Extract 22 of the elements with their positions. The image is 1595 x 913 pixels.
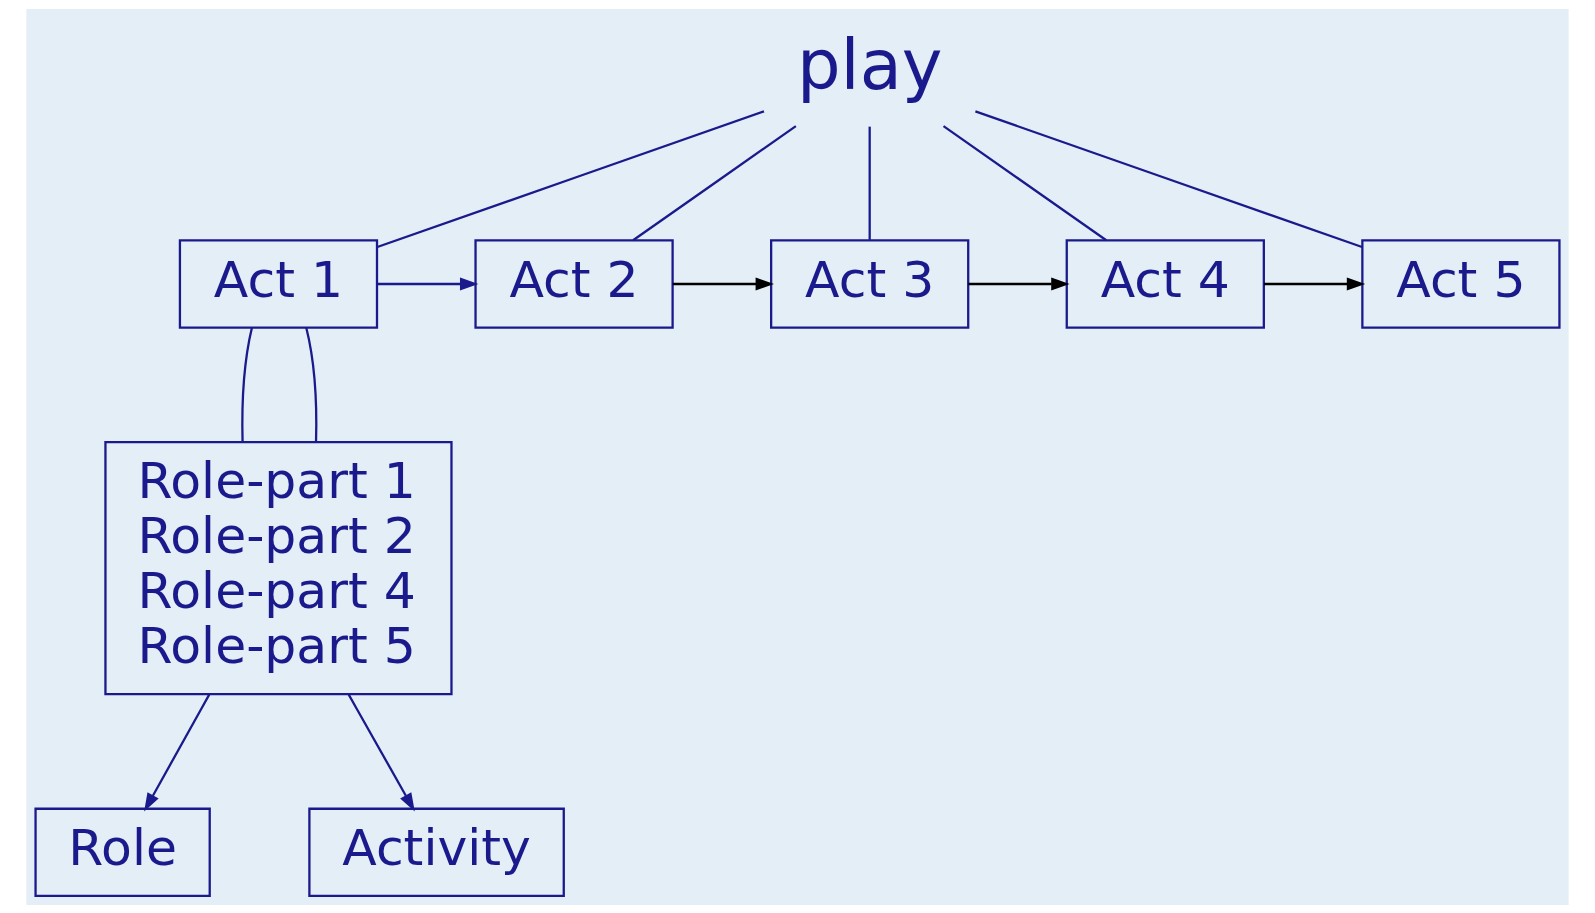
arrow bbox=[377, 277, 479, 290]
connector bbox=[305, 326, 318, 442]
connector bbox=[376, 109, 765, 248]
arrow bbox=[347, 693, 415, 811]
connector bbox=[632, 124, 797, 241]
node-box: Act 1 bbox=[178, 238, 379, 329]
connector bbox=[942, 124, 1107, 241]
node-box: Role bbox=[34, 807, 211, 897]
arrow bbox=[1264, 277, 1366, 290]
connector bbox=[868, 126, 871, 240]
arrow bbox=[968, 277, 1070, 290]
connector bbox=[975, 109, 1363, 248]
arrow bbox=[144, 693, 211, 811]
node-box: Act 3 bbox=[770, 238, 970, 329]
node-text: play bbox=[796, 24, 943, 105]
arrow bbox=[672, 277, 774, 290]
node-box: Role-part 1 Role-part 2 Role-part 4 Role-part 5 bbox=[104, 440, 453, 695]
node-box: Act 2 bbox=[474, 238, 674, 329]
node-box: Act 5 bbox=[1361, 238, 1561, 329]
node-box: Act 4 bbox=[1065, 238, 1265, 329]
connector bbox=[241, 326, 254, 442]
node-box: Activity bbox=[308, 807, 565, 897]
